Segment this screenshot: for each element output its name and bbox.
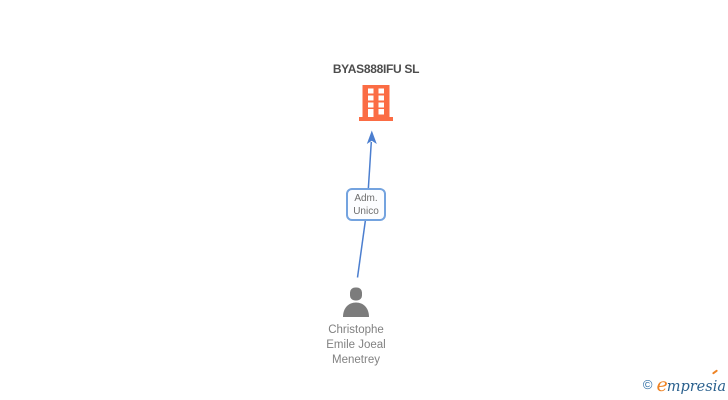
- empresia-logo: ©empresia: [642, 369, 726, 396]
- person-name: Christophe Emile Joeal Menetrey: [300, 323, 412, 368]
- company-name: BYAS888IFU SL: [332, 62, 420, 76]
- person-name-line: Menetrey: [332, 354, 380, 366]
- edge-label-box[interactable]: Adm. Unico: [346, 188, 386, 221]
- person-name-line: Christophe: [328, 324, 384, 336]
- logo-wordmark: mpresia: [666, 379, 726, 395]
- person-icon: [343, 287, 369, 317]
- person-node[interactable]: Christophe Emile Joeal Menetrey: [300, 287, 412, 368]
- person-name-line: Emile Joeal: [326, 339, 386, 351]
- edge-label-line: Adm.: [354, 193, 378, 204]
- copyright-icon: ©: [642, 377, 653, 392]
- company-node[interactable]: BYAS888IFU SL: [276, 62, 476, 121]
- arrowhead-icon: [366, 130, 377, 144]
- logo-accent-mark: [711, 369, 719, 375]
- edge-label-line: Unico: [353, 205, 379, 217]
- building-icon: [359, 85, 393, 121]
- logo-initial: e: [656, 374, 668, 396]
